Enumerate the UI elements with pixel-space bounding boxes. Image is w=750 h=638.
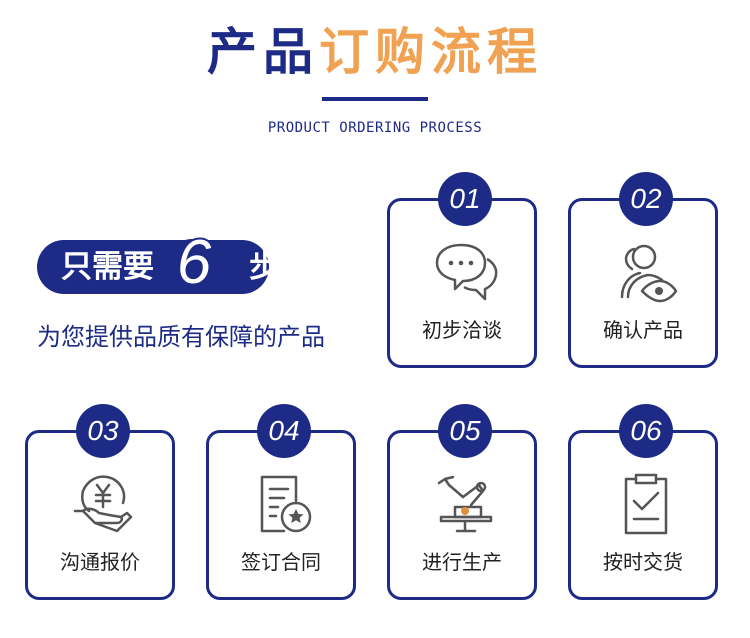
- step-card-05: 05 进行生产: [387, 404, 537, 600]
- step-number: 04: [257, 404, 311, 458]
- badge-prefix: 只需要: [61, 249, 154, 285]
- step-number: 01: [438, 172, 492, 226]
- step-label: 签订合同: [241, 550, 321, 574]
- title-underline: [322, 97, 428, 101]
- step-number: 06: [619, 404, 673, 458]
- step-number: 05: [438, 404, 492, 458]
- badge-number: 6: [177, 228, 212, 295]
- step-number: 03: [76, 404, 130, 458]
- title-part-2: 订购流程: [319, 23, 543, 81]
- step-card-01: 01 初步洽谈: [387, 172, 537, 368]
- title-part-1: 产品: [207, 23, 319, 81]
- step-label: 进行生产: [422, 550, 502, 574]
- step-card-02: 02 确认产品: [568, 172, 718, 368]
- user-eye-icon: [620, 244, 678, 303]
- step-label: 沟通报价: [60, 550, 140, 574]
- page-title: 产品订购流程: [0, 22, 750, 82]
- step-card-04: 04 签订合同: [206, 404, 356, 600]
- step-card-06: 06 按时交货: [568, 404, 718, 600]
- page-subtitle: PRODUCT ORDERING PROCESS: [267, 120, 483, 136]
- step-label: 按时交货: [603, 550, 683, 574]
- yen-coin-hand-icon: [73, 475, 133, 533]
- contract-badge-icon: [260, 475, 312, 533]
- six-steps-badge: 只需要 步: [37, 240, 280, 294]
- badge-suffix: 步: [249, 249, 280, 285]
- robot-arm-icon: [437, 475, 493, 533]
- tagline: 为您提供品质有保障的产品: [37, 323, 325, 351]
- step-label: 初步洽谈: [422, 318, 502, 342]
- chat-bubbles-icon: [435, 243, 498, 301]
- step-card-03: 03 沟通报价: [25, 404, 175, 600]
- clipboard-check-icon: [624, 473, 668, 535]
- step-number: 02: [619, 172, 673, 226]
- badge-number-six: 6: [167, 226, 217, 295]
- step-label: 确认产品: [603, 318, 683, 342]
